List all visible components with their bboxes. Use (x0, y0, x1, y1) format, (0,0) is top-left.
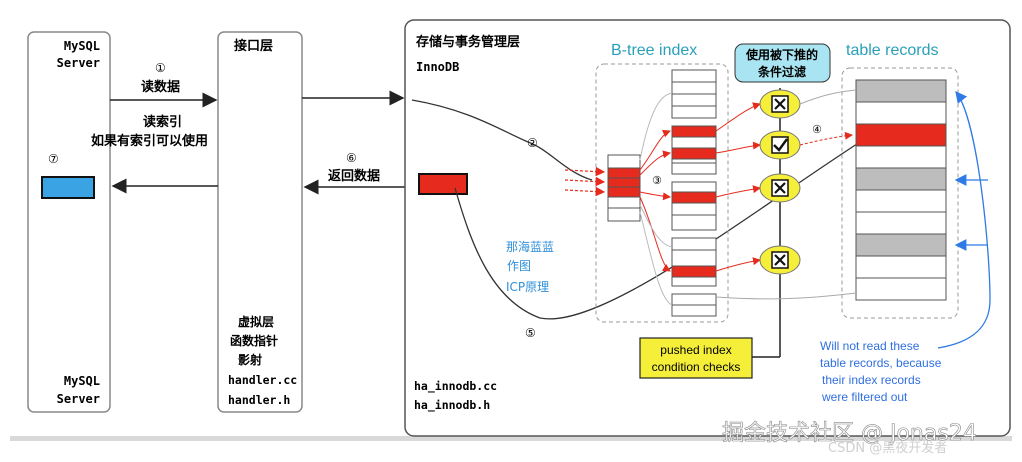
ha-innodb-cc-label: ha_innodb.cc (414, 379, 497, 394)
note-line-2: table records, because (820, 356, 942, 370)
if-index-label: 如果有索引可以使用 (91, 133, 208, 149)
mysql-label-bottom-2: Server (57, 392, 100, 406)
return-data-label: 返回数据 (328, 168, 380, 184)
mysql-server-panel (27, 31, 111, 413)
result-block (41, 176, 95, 199)
root-to-leaf-curves (639, 129, 671, 272)
mysql-label-top-2: Server (57, 56, 100, 70)
table-record-rows (855, 79, 947, 301)
watermark-text: 掘金技术社区 @ Jonas24 (722, 421, 977, 446)
btree-title: B-tree index (611, 42, 697, 59)
leaf-to-check-curves (715, 102, 761, 272)
pushdown-line-2: 条件过滤 (757, 64, 806, 79)
interface-layer-title: 接口层 (234, 38, 273, 54)
handler-h-label: handler.h (228, 393, 290, 407)
interface-layer-panel (217, 31, 303, 413)
note-line-3: their index records (822, 373, 921, 387)
read-index-label: 读索引 (143, 114, 182, 130)
innodb-label: InnoDB (416, 60, 459, 74)
step-6-label: ⑥ (346, 151, 357, 165)
blue-bracket-top (955, 90, 991, 301)
records-area (841, 67, 959, 319)
blue-bracket-bottom (937, 299, 991, 349)
note-line-1: Will not read these (820, 339, 920, 353)
fetch-record-arrow (799, 131, 853, 146)
mysql-label-top-1: MySQL (64, 39, 100, 53)
storage-layer-title: 存储与事务管理层 (416, 34, 520, 50)
read-row-block (418, 173, 468, 195)
step-1-label: ① (155, 61, 166, 75)
csdn-watermark: CSDN @黑夜开发者 (828, 440, 947, 456)
virtual-layer-line-1: 虚拟层 (238, 314, 274, 329)
step-4-label: ④ (812, 123, 822, 136)
scan-arrow-2 (564, 176, 606, 187)
scan-arrow-1 (564, 166, 606, 177)
virtual-layer-line-3: 影射 (238, 352, 262, 367)
note-line-4: were filtered out (821, 390, 908, 404)
btree-leaf-pages (671, 69, 717, 317)
pushdown-line-1: 使用被下推的 (745, 47, 818, 62)
check-fail-3 (759, 245, 801, 275)
step-3-label: ③ (652, 174, 662, 187)
author-line-3: ICP原理 (506, 280, 549, 294)
step-5-label: ⑤ (525, 326, 536, 340)
btree-root-node (607, 154, 641, 222)
records-title: table records (846, 42, 939, 59)
pushed-box-line-2: condition checks (652, 360, 741, 374)
inactive-leaf-curves (639, 92, 673, 306)
handler-cc-label: handler.cc (228, 373, 297, 387)
scan-arrow-3 (564, 186, 606, 197)
pushed-index-checks-box (639, 337, 753, 379)
read-data-label: 读数据 (141, 79, 180, 95)
check-fail-2 (759, 173, 801, 203)
step-2-curve (411, 99, 593, 181)
filtered-lines (715, 89, 857, 300)
mysql-label-bottom-1: MySQL (64, 374, 100, 388)
pushed-box-line-1: pushed index (660, 343, 731, 357)
author-line-2: 作图 (507, 259, 531, 273)
check-pass (759, 130, 801, 160)
step-2-label: ② (527, 136, 538, 150)
check-fail-1 (759, 89, 801, 119)
step-7-label: ⑦ (48, 152, 59, 166)
ha-innodb-h-label: ha_innodb.h (414, 398, 490, 413)
virtual-layer-line-2: 函数指针 (230, 333, 278, 348)
bottom-divider (10, 436, 1012, 441)
pushdown-filter-bubble (734, 43, 831, 83)
step-5-curve (454, 141, 861, 320)
author-line-1: 那海蓝蓝 (506, 239, 554, 254)
